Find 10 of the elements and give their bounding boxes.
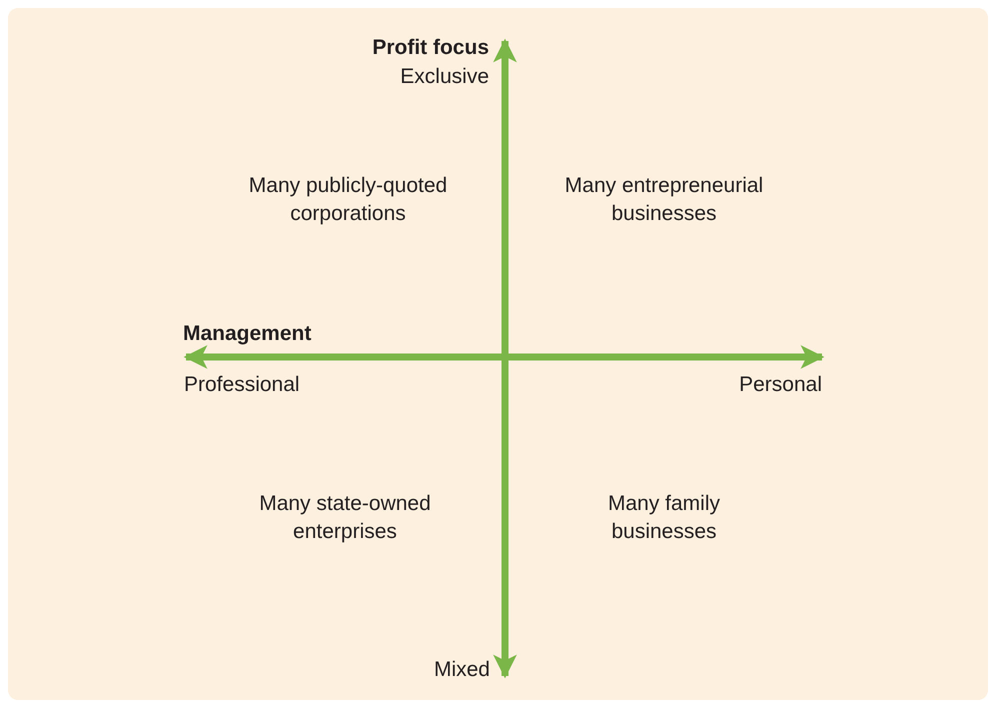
quadrant-label: Many family businesses bbox=[606, 491, 722, 545]
quadrant-label: Many publicly-quoted corporations bbox=[248, 173, 448, 227]
quadrant-label: Many state-owned enterprises bbox=[259, 491, 431, 545]
axis-end-label: Exclusive bbox=[400, 64, 489, 90]
axis-end-label: Personal bbox=[739, 372, 822, 398]
axis-title: Profit focus bbox=[372, 35, 489, 61]
quadrant-label: Many entrepreneurial businesses bbox=[564, 173, 764, 227]
axis-end-label: Mixed bbox=[434, 657, 490, 683]
axis-end-label: Professional bbox=[184, 372, 300, 398]
axis-title: Management bbox=[183, 321, 312, 347]
